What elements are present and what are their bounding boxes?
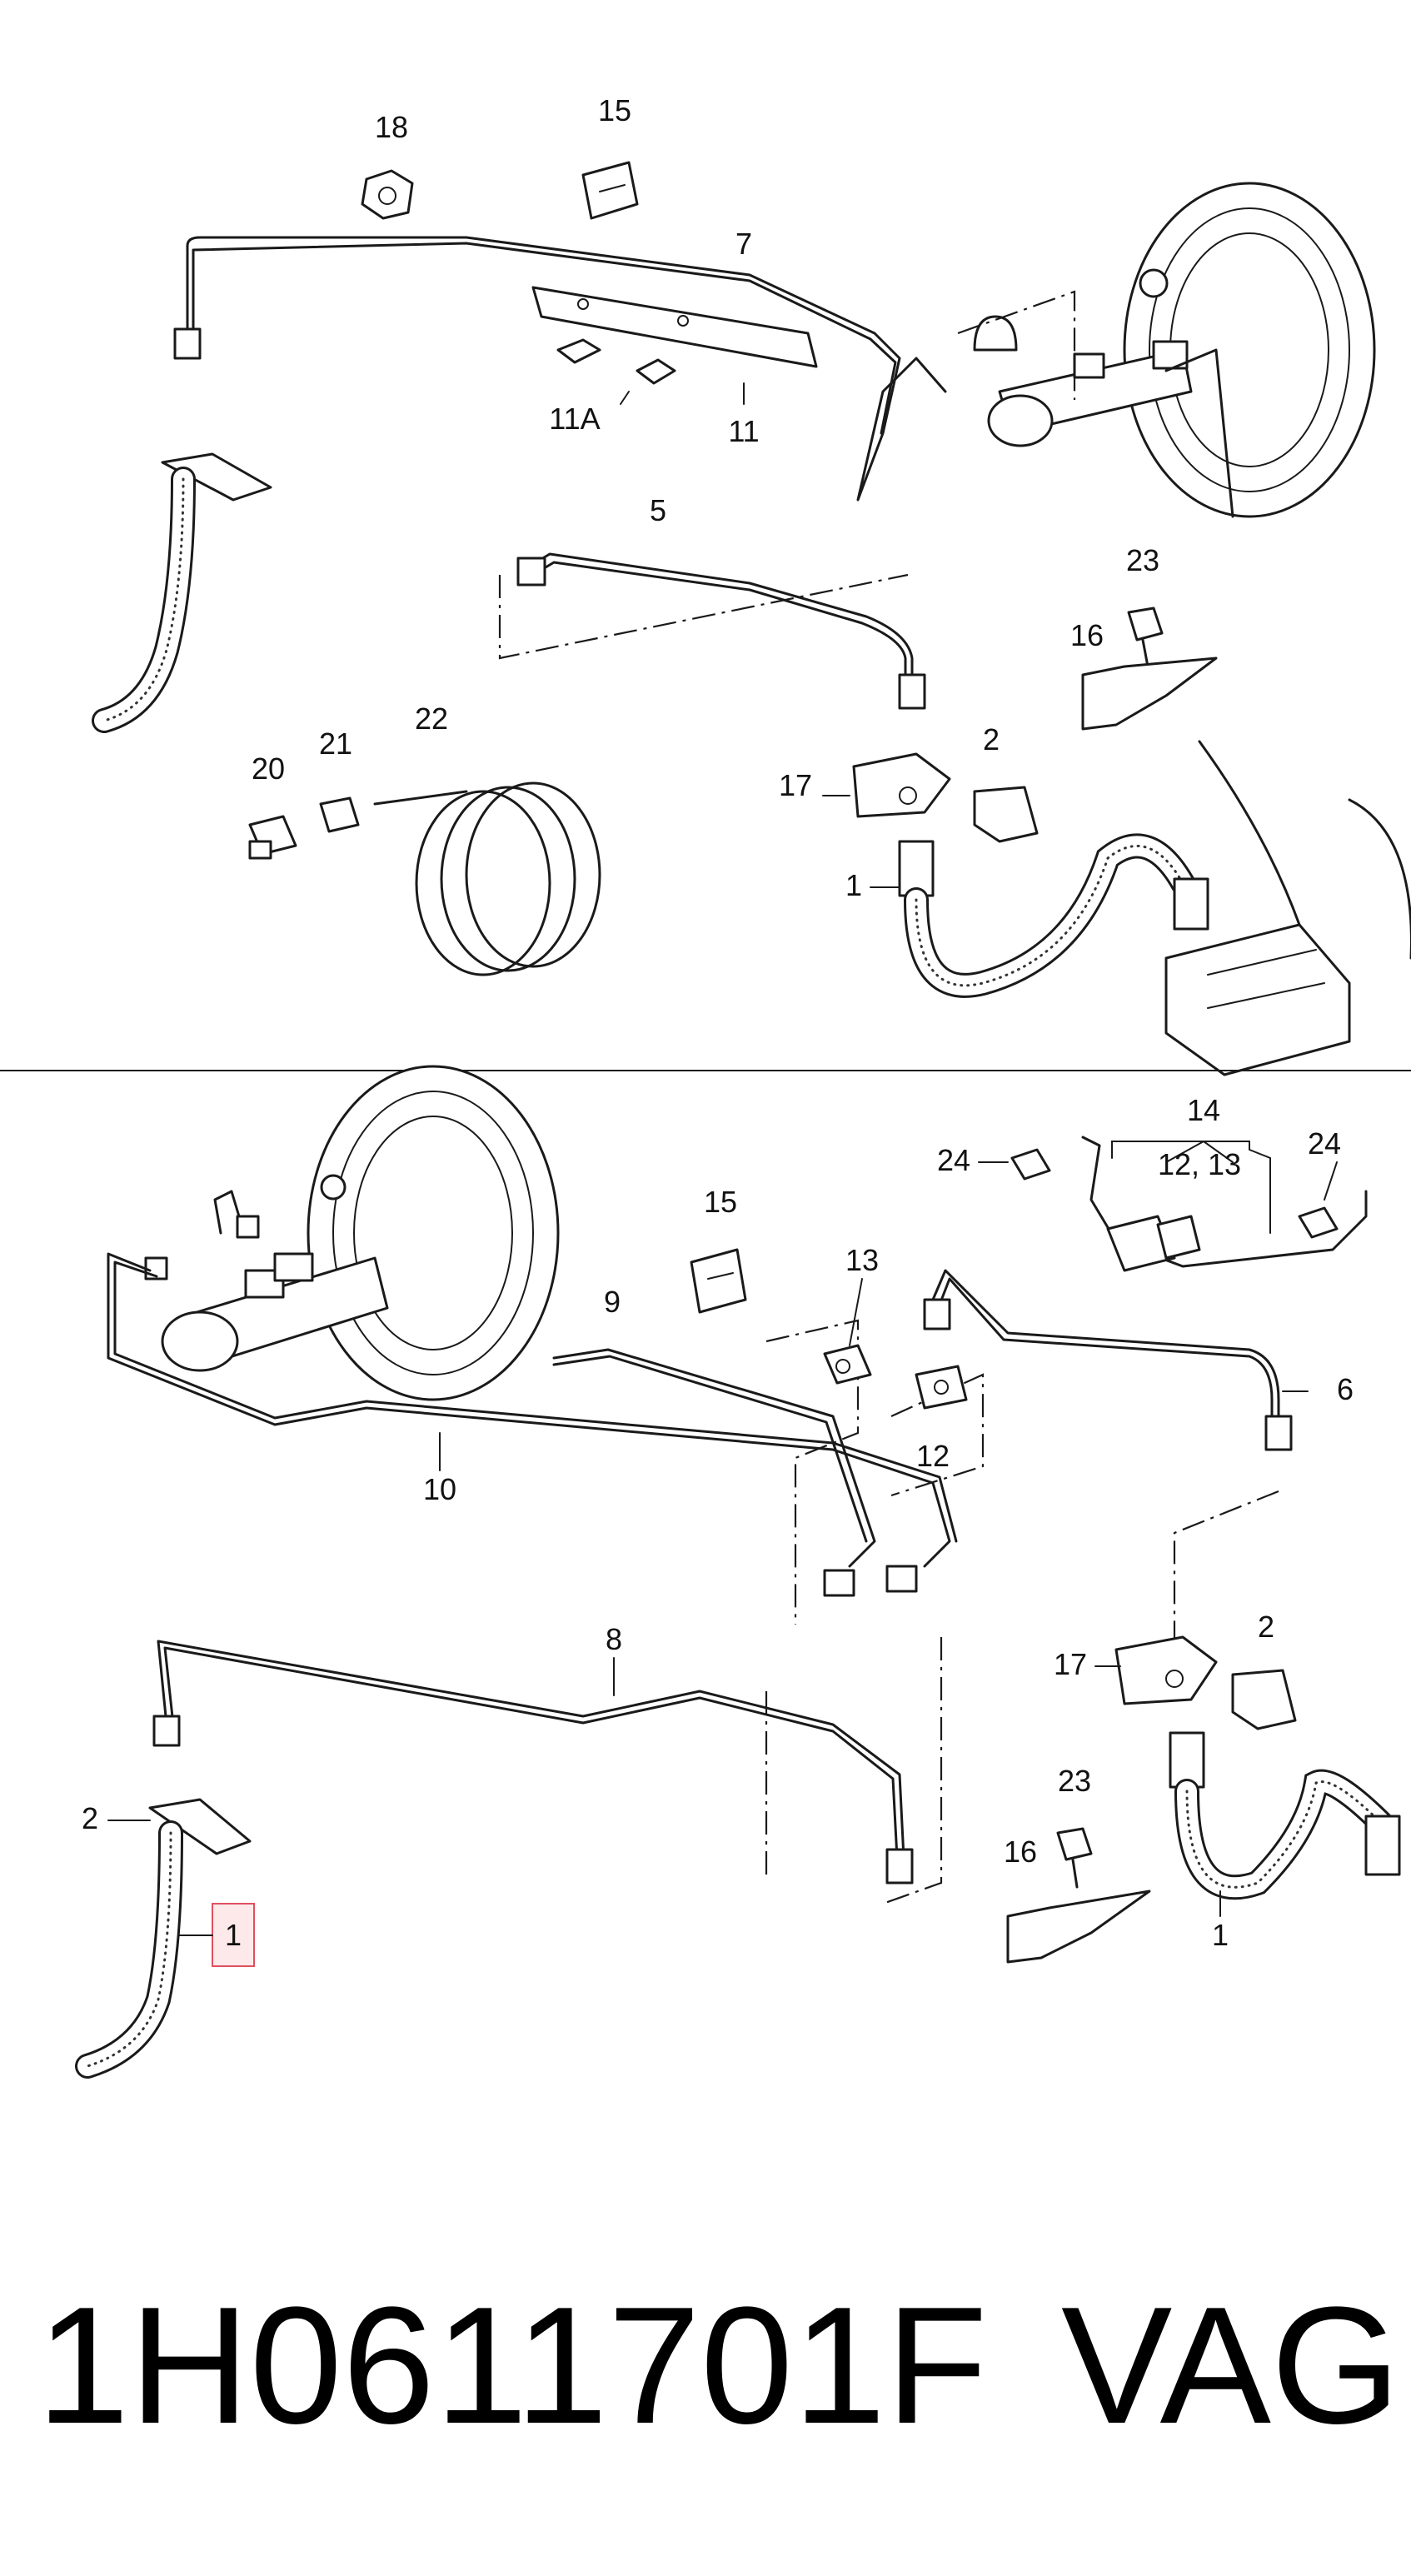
callout-24b: 24	[1308, 1126, 1341, 1161]
callout-23: 23	[1126, 543, 1159, 577]
clip-15-top	[581, 161, 639, 220]
brake-line-8	[157, 1640, 905, 1860]
callout-2: 2	[983, 722, 1000, 756]
callout-24a: 24	[937, 1143, 970, 1177]
master-cylinder-top	[957, 290, 1193, 447]
clip-11a	[556, 338, 601, 364]
callout-23: 23	[1058, 1764, 1091, 1798]
brake-line-10	[107, 1252, 951, 1568]
brand-name: VAG	[1061, 2273, 1401, 2459]
callout-8: 8	[606, 1622, 622, 1656]
brake-line-top-rear	[186, 236, 947, 502]
callout-11a: 11A	[549, 402, 600, 436]
brake-line-9	[552, 1348, 876, 1568]
fitting-21	[319, 796, 360, 833]
clip-2-top	[973, 786, 1039, 843]
brake-hose-bottom-right	[1169, 1731, 1401, 1900]
callout-15: 15	[704, 1185, 737, 1219]
clip-2-bottom	[1231, 1669, 1297, 1730]
valve-assembly-14	[1010, 1136, 1368, 1272]
callout-1b: 1	[1212, 1918, 1229, 1952]
callout-2b: 2	[82, 1801, 98, 1835]
top-section: 18 15 7 11A 11 5 23 16 2 17 20 21 22 1	[92, 93, 1411, 1076]
valve-12	[915, 1365, 968, 1410]
bracket-16-top	[1081, 656, 1218, 731]
bracket-17-top	[852, 752, 951, 818]
callout-12: 12	[916, 1439, 950, 1473]
brake-line-coil-22	[373, 781, 601, 976]
callout-21: 21	[319, 726, 352, 761]
bracket-7	[531, 286, 818, 368]
callout-1: 1	[845, 868, 862, 902]
part-number: 1H0611701F	[37, 2273, 988, 2459]
callout-16: 16	[1070, 618, 1104, 652]
brake-hose-top-right	[898, 833, 1209, 998]
valve-13	[823, 1344, 872, 1385]
callout-18: 18	[375, 110, 408, 144]
bracket-17-bottom	[1114, 1635, 1218, 1705]
callout-17: 17	[1054, 1647, 1087, 1681]
callout-17: 17	[779, 768, 812, 802]
callout-11: 11	[728, 414, 759, 448]
nut-18	[361, 169, 414, 220]
callout-1a: 1	[225, 1918, 242, 1952]
callout-6: 6	[1337, 1372, 1354, 1406]
brake-caliper-top	[1164, 740, 1411, 1076]
brake-line-6	[931, 1269, 1280, 1426]
callout-10: 10	[423, 1472, 456, 1506]
brake-line-5	[527, 552, 914, 697]
callout-12-13: 12, 13	[1158, 1147, 1241, 1181]
bolt-23-top	[1127, 607, 1164, 668]
bolt-23-bottom	[1056, 1827, 1093, 1889]
callout-13: 13	[845, 1243, 879, 1277]
callout-14: 14	[1187, 1093, 1220, 1127]
bottom-section: 15 14 24 12, 13 24 13 9 6 12 10 8 2 2 17…	[75, 1065, 1401, 2079]
callout-15: 15	[598, 93, 631, 127]
brake-hose-top-left	[92, 452, 272, 733]
brake-booster-bottom	[307, 1065, 560, 1401]
callout-22: 22	[415, 701, 448, 736]
brake-lines-diagram: 18 15 7 11A 11 5 23 16 2 17 20 21 22 1	[0, 93, 1411, 2079]
clip-11	[636, 358, 676, 385]
clip-15-bottom	[690, 1248, 747, 1314]
master-cylinder-bottom	[144, 1190, 389, 1372]
callout-7: 7	[735, 227, 752, 261]
callout-5: 5	[650, 493, 666, 527]
callout-9: 9	[604, 1285, 621, 1319]
callout-20: 20	[252, 751, 285, 786]
brake-hose-bottom-left	[75, 1798, 252, 2079]
callout-2a: 2	[1258, 1610, 1274, 1644]
fitting-20	[248, 815, 297, 860]
bracket-16-bottom	[1006, 1890, 1151, 1964]
callout-16: 16	[1004, 1835, 1037, 1869]
